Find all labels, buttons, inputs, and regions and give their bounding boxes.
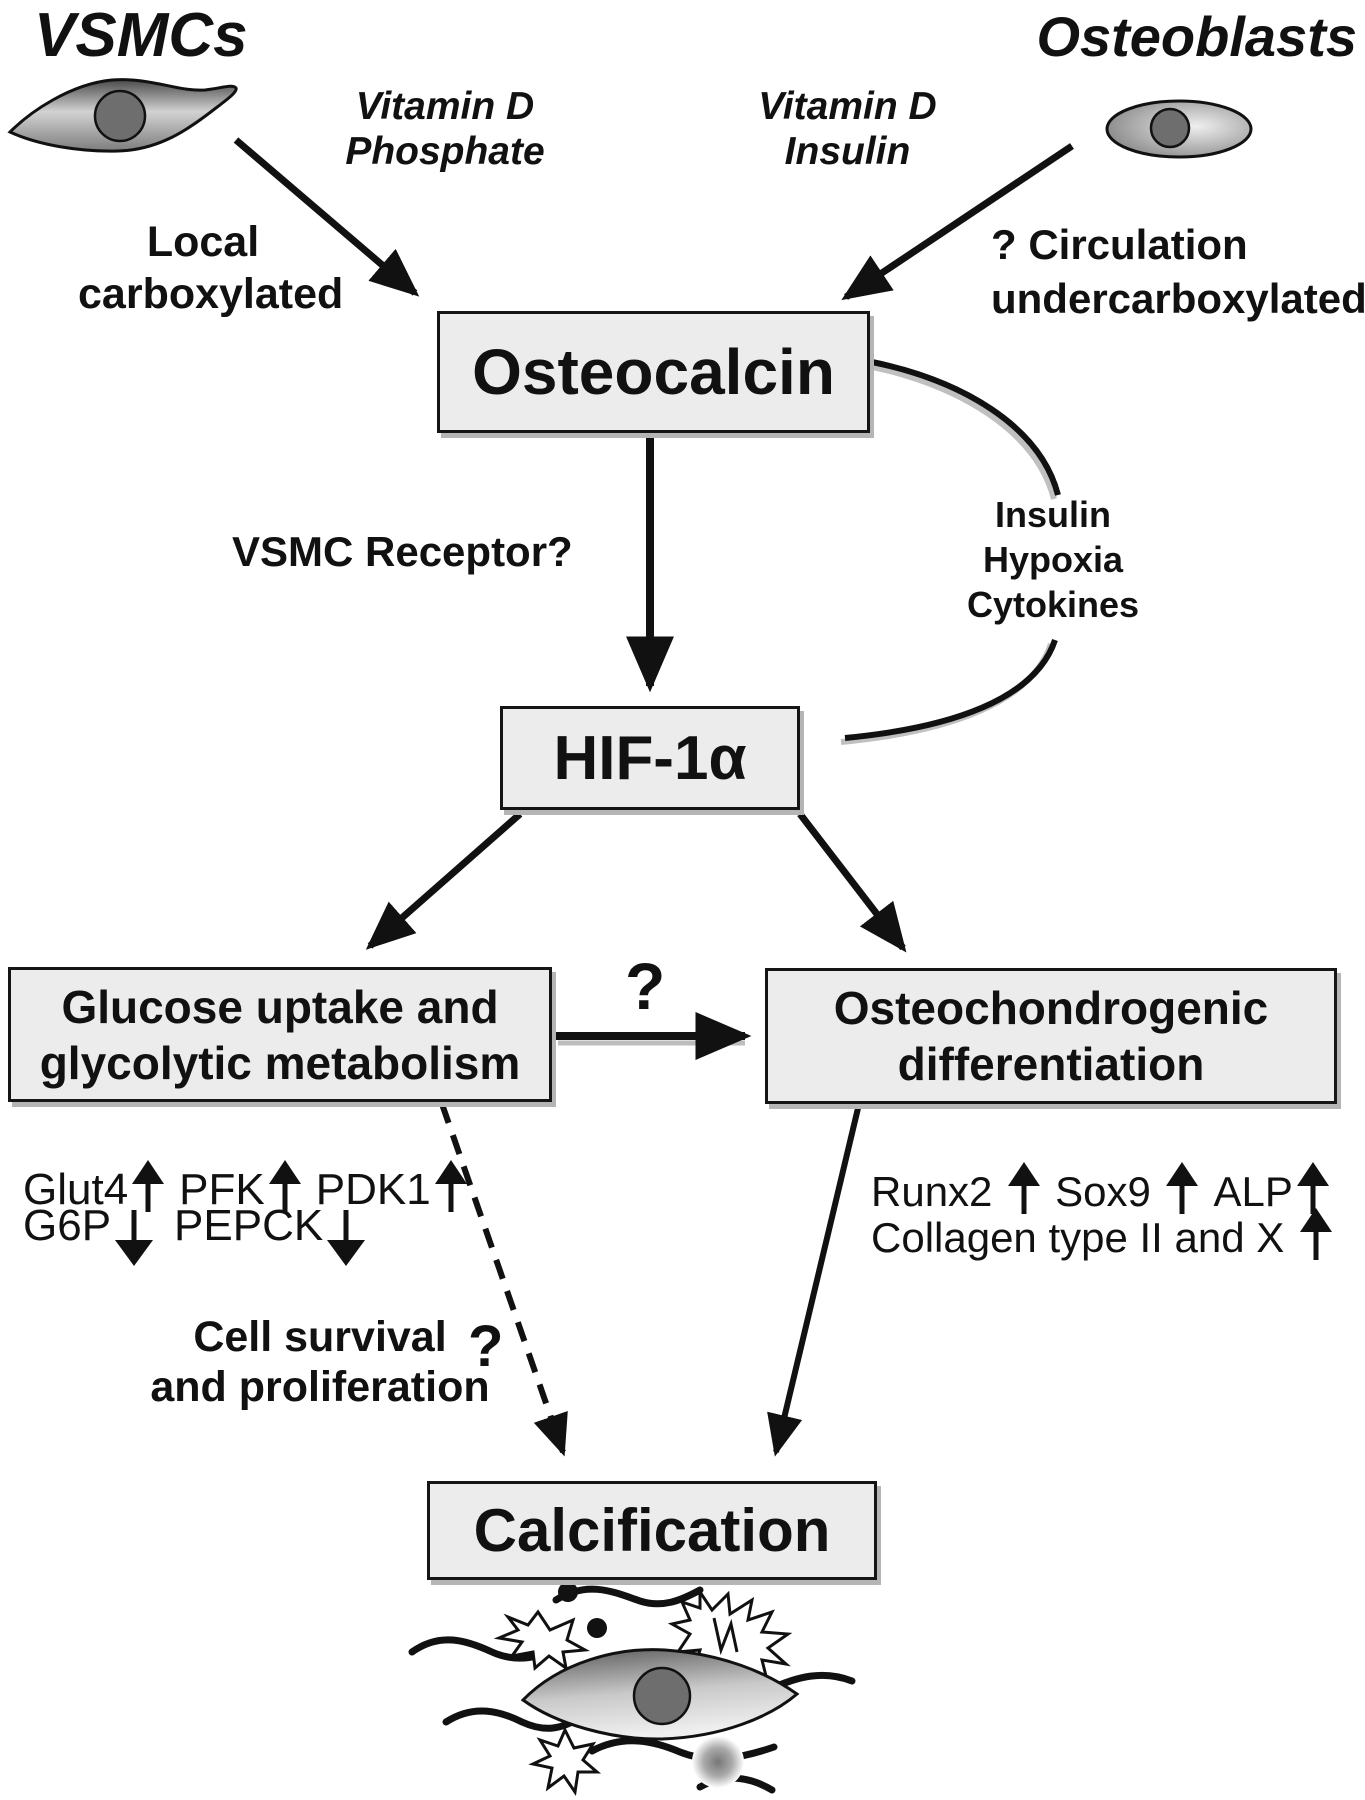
marker-label: Glut4: [23, 1165, 129, 1214]
down-arrow-icon: [326, 1210, 366, 1266]
node-label: Osteochondrogenic: [833, 982, 1269, 1034]
vsmc-cell-icon: [7, 78, 238, 153]
crystal-crack: [712, 1617, 739, 1656]
label-line: and proliferation: [150, 1363, 490, 1411]
node-osteocalcin: Osteocalcin: [437, 311, 870, 433]
marker-label: G6P: [23, 1201, 112, 1250]
marker-label: ALP: [1213, 1168, 1293, 1215]
label-line: Local: [146, 218, 260, 266]
label-line: Phosphate: [345, 130, 545, 173]
mineral-blob: [692, 1736, 744, 1788]
up-arrow-icon: [1165, 1162, 1199, 1214]
title-vsmcs: VSMCs: [34, 1, 248, 70]
label-vsmc-receptor: VSMC Receptor?: [232, 528, 573, 575]
markers-osteochondrogenic-line2: Collagen type II and X: [871, 1208, 1347, 1260]
label-vitamin-d-phosphate: Vitamin D Phosphate: [330, 84, 560, 174]
osteoblast-cell-icon: [1105, 99, 1253, 159]
markers-glycolysis-line2: G6P PEPCK: [23, 1204, 386, 1266]
node-label: Glucose uptake and: [61, 980, 499, 1033]
calcifying-cell-nucleus: [632, 1666, 692, 1726]
node-label: Osteocalcin: [472, 336, 835, 408]
markers-osteochondrogenic-line1: Runx2 Sox9 ALP: [871, 1162, 1344, 1214]
crystal-star: [528, 1726, 602, 1796]
label-local-carboxylated: Local carboxylated: [78, 216, 344, 320]
up-arrow-icon: [1007, 1162, 1041, 1214]
crystal-star: [493, 1609, 590, 1672]
matrix-vesicle: [558, 1582, 578, 1602]
glucose-to-osteochondrogenic-arrow: [554, 1012, 752, 1060]
marker-label: PEPCK: [174, 1201, 324, 1250]
label-line: undercarboxylated: [991, 275, 1365, 322]
osteochondrogenic-to-calcification-arrow: [767, 1103, 862, 1457]
question-mark-mid: ?: [625, 949, 666, 1023]
up-arrow-icon: [1299, 1208, 1333, 1260]
hif-to-osteochondrogenic-arrow: [797, 811, 907, 953]
label-line: carboxylated: [78, 270, 344, 318]
markers-glycolysis-line1: Glut4 PFK PDK1: [23, 1160, 482, 1212]
label-line: Cytokines: [966, 584, 1140, 625]
osteoblast-nucleus: [1149, 107, 1191, 149]
marker-label: PDK1: [315, 1165, 431, 1214]
title-osteoblasts: Osteoblasts: [1036, 5, 1357, 68]
matrix-vesicle: [587, 1618, 607, 1638]
down-arrow-icon: [114, 1210, 154, 1266]
question-mark-survival: ?: [468, 1314, 504, 1379]
hif-to-glucose-arrow: [365, 811, 523, 950]
up-arrow-icon: [434, 1160, 468, 1212]
node-calcification: Calcification: [427, 1481, 877, 1580]
label-line: Cell survival: [193, 1313, 447, 1361]
label-line: Vitamin D: [355, 85, 535, 128]
marker-label: Sox9: [1055, 1168, 1163, 1215]
node-label: differentiation: [897, 1038, 1205, 1090]
label-vitamin-d-insulin: Vitamin D Insulin: [740, 84, 955, 174]
label-circulation-undercarboxylated: ? Circulation undercarboxylated: [991, 218, 1365, 326]
marker-label: PFK: [179, 1165, 265, 1214]
node-label: HIF-1α: [553, 723, 747, 793]
marker-label: Runx2: [871, 1168, 1005, 1215]
node-label: Calcification: [473, 1497, 831, 1564]
vsmc-nucleus: [93, 89, 147, 143]
vsmc-to-osteocalcin-arrow: [233, 137, 420, 297]
label-feedback-factors: Insulin Hypoxia Cytokines: [933, 492, 1173, 627]
feedback-arc: [840, 359, 1061, 745]
node-osteochondrogenic: Osteochondrogenic differentiation: [765, 968, 1337, 1104]
node-label: glycolytic metabolism: [39, 1036, 521, 1089]
label-line: Hypoxia: [982, 539, 1124, 580]
node-glucose-uptake: Glucose uptake and glycolytic metabolism: [8, 967, 552, 1102]
label-cell-survival: Cell survival and proliferation: [140, 1312, 500, 1412]
up-arrow-icon: [1296, 1162, 1330, 1214]
osteoblast-to-osteocalcin-arrow: [841, 143, 1074, 301]
label-line: Insulin: [784, 130, 911, 173]
marker-label: Collagen type II and X: [871, 1214, 1296, 1261]
node-hif-1a: HIF-1α: [500, 706, 800, 810]
label-line: ? Circulation: [991, 221, 1248, 268]
glucose-to-calcification-dashed-arrow: [439, 1103, 568, 1457]
label-line: Insulin: [995, 494, 1111, 535]
label-line: Vitamin D: [758, 85, 937, 128]
calcification-illustration: [408, 1582, 856, 1796]
